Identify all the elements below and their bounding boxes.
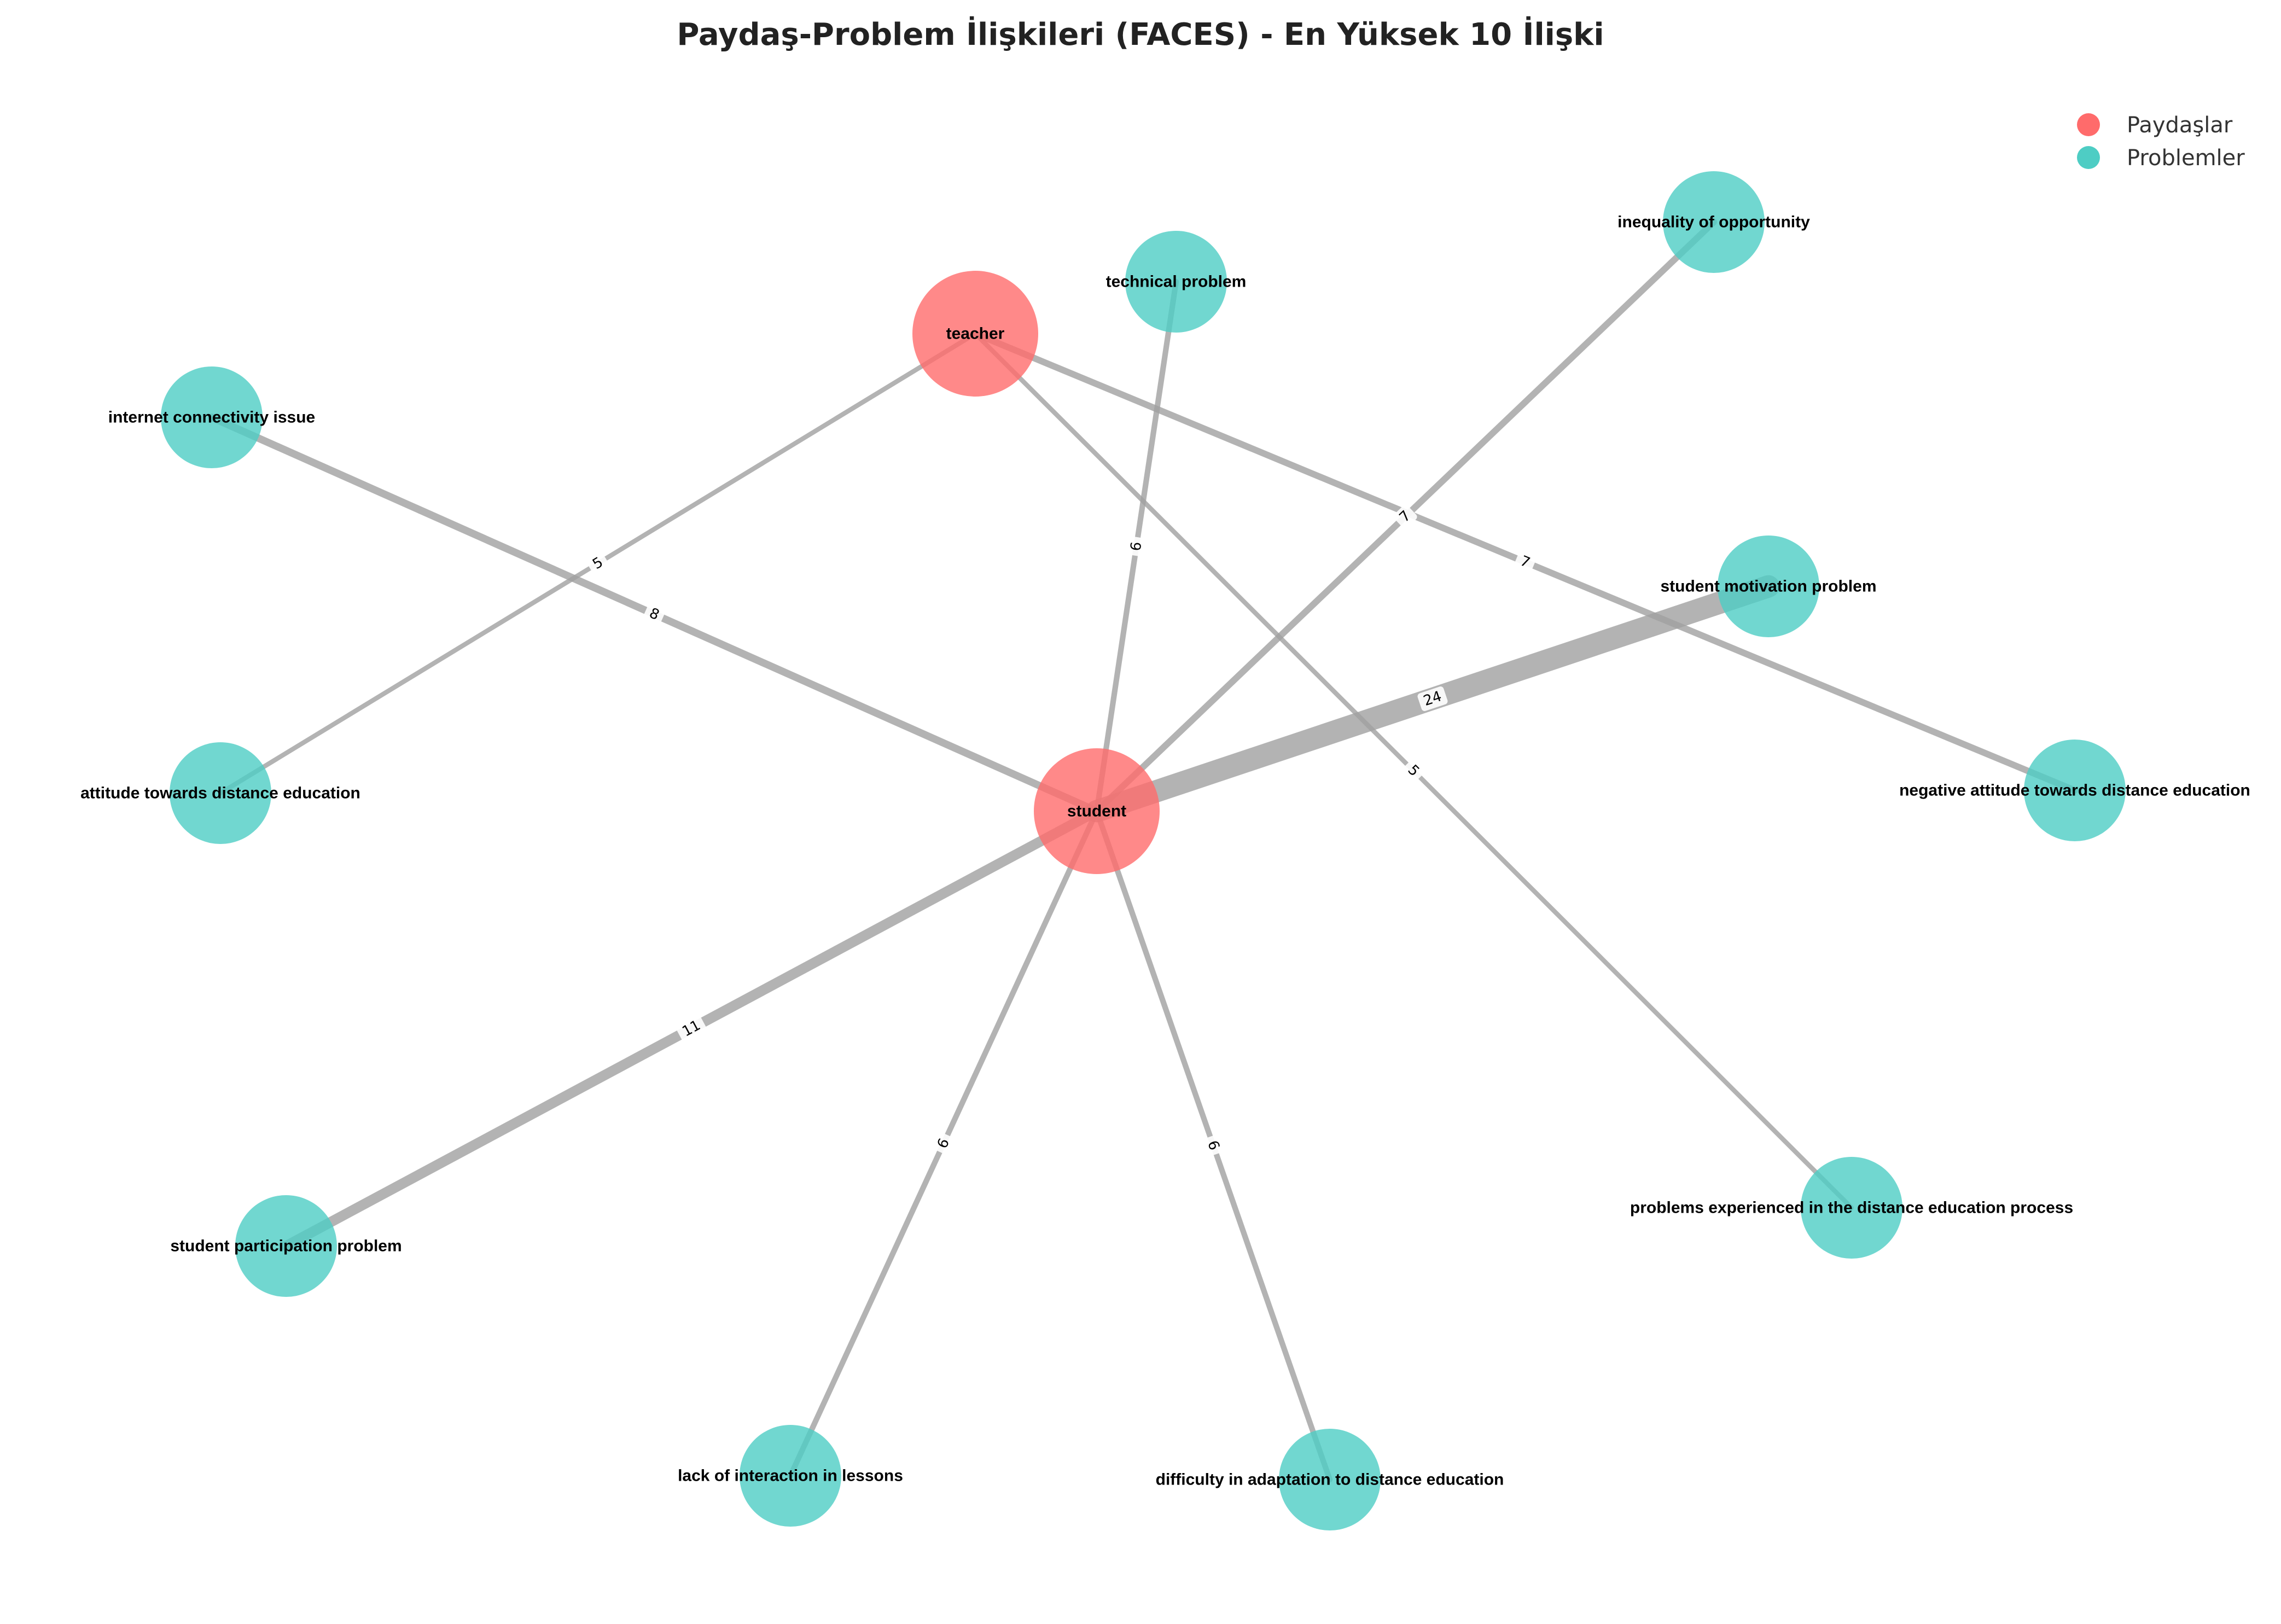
edge-weight-text: 6 [1127,541,1145,552]
edge-weight-box [1202,1134,1225,1157]
edge-labels-layer: 24 11 8 7 7 6 6 6 5 5 [586,504,1537,1157]
node-label-experienced: problems experienced in the distance edu… [1630,1199,2073,1217]
legend-stakeholder-label: Paydaşlar [2127,113,2233,138]
edge-weight-label: 6 [932,1132,955,1155]
node-label-adaptation: difficulty in adaptation to distance edu… [1156,1471,1504,1489]
edge-weight-box [586,551,610,575]
node-labels-layer: student teacher technical problem inequalit… [80,213,2250,1489]
edge-weight-box [1393,504,1417,529]
edge-weight-box [643,603,666,626]
edge-weight-label: 11 [676,1015,707,1043]
problem-node-negative [2024,740,2126,841]
problem-node-adaptation [1279,1429,1381,1530]
node-label-attitude: attitude towards distance education [80,784,360,802]
nodes-layer [161,171,2126,1530]
edge-weight-box [1417,686,1448,711]
legend-stakeholder-marker [2077,113,2100,136]
diagram-title: Paydaş-Problem İlişkileri (FACES) - En Y… [677,17,1604,53]
problem-node-interaction [740,1425,841,1527]
problem-node-inequality [1663,171,1765,273]
edge-weight-box [1401,759,1425,783]
edge-weight-box [1514,551,1537,573]
problem-node-internet [161,366,263,468]
problem-node-participation [235,1195,337,1297]
edge-weight-box [1126,536,1147,557]
node-label-student: student [1067,802,1126,820]
node-label-negative: negative attitude towards distance educa… [1899,782,2250,800]
edge-weight-box [932,1132,955,1155]
stakeholder-node-student [1034,748,1160,874]
problem-node-experienced [1801,1157,1902,1259]
edge-weight-label: 6 [1126,536,1147,557]
node-label-motivation: student motivation problem [1660,578,1876,596]
edge-weight-label: 5 [1401,759,1425,783]
node-label-participation: student participation problem [170,1237,401,1255]
edge-weight-label: 8 [643,603,666,626]
problem-node-attitude [170,742,271,844]
legend-problem-label: Problemler [2127,145,2245,171]
edge-weight-box [676,1015,707,1043]
node-label-inequality: inequality of opportunity [1617,213,1810,231]
node-label-teacher: teacher [946,325,1005,343]
node-label-technical: technical problem [1106,273,1247,291]
problem-node-technical [1125,231,1227,333]
stakeholder-node-teacher [912,271,1038,397]
edge-weight-label: 24 [1417,686,1448,711]
node-label-interaction: lack of interaction in lessons [678,1467,903,1485]
edge-weight-label: 7 [1514,551,1537,573]
problem-node-motivation [1718,535,1819,637]
edge-weight-label: 7 [1393,504,1417,529]
edge-weight-label: 5 [586,551,610,575]
edge-weight-label: 6 [1202,1134,1225,1157]
legend-problem-marker [2077,146,2100,169]
node-label-internet: internet connectivity issue [108,409,315,427]
legend: Paydaşlar Problemler [2077,113,2245,171]
